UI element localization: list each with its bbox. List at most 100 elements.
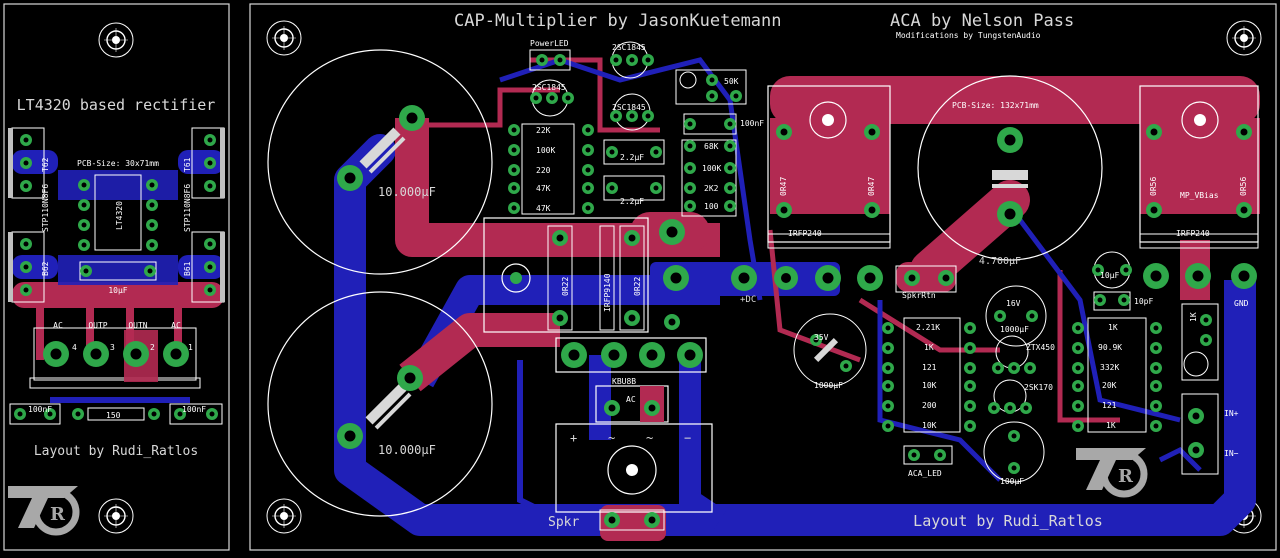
transistor-2-label: 2SC1845 bbox=[532, 83, 566, 92]
ic-label: LT4320 bbox=[115, 201, 124, 230]
res-col3-2: 121 bbox=[922, 363, 937, 372]
r56-left: 0R56 bbox=[1149, 177, 1158, 196]
main-title-left: CAP-Multiplier by JasonKuetemann bbox=[454, 11, 782, 31]
terminal-num-2: 3 bbox=[110, 343, 115, 352]
res-col1-4: 47K bbox=[536, 204, 551, 213]
res-col2-3: 100 bbox=[704, 202, 719, 211]
cap-10-label: 10µF bbox=[1100, 271, 1119, 280]
main-title-right: ACA by Nelson Pass bbox=[890, 11, 1074, 31]
res-col4-5: 1K bbox=[1106, 421, 1116, 430]
rudi-ratlos-logo-icon: R bbox=[8, 486, 80, 536]
heatsink-res-2: 0R22 bbox=[633, 277, 642, 296]
power-led-label: PowerLED bbox=[530, 39, 569, 48]
irfp240-blocks bbox=[767, 85, 1259, 289]
r47-right: 0R47 bbox=[867, 177, 876, 196]
main-subtitle-right: Modifications by TungstenAudio bbox=[896, 31, 1041, 40]
res-col3-4: 200 bbox=[922, 401, 937, 410]
dc-connectors bbox=[663, 265, 957, 293]
left-rectifier-board bbox=[8, 127, 225, 425]
main-board-outline bbox=[249, 3, 1277, 551]
ac-label: AC bbox=[626, 395, 636, 404]
res-col1-3: 47K bbox=[536, 184, 551, 193]
res-col3-5: 10K bbox=[922, 421, 937, 430]
mounting-hole-icon bbox=[98, 22, 134, 58]
b-label-right: B61 bbox=[183, 261, 192, 276]
pot-label: 1K bbox=[1189, 312, 1198, 322]
cap-mid-1: 2.2µF bbox=[620, 153, 644, 162]
main-credit: Layout by Rudi_Ratlos bbox=[913, 512, 1103, 530]
res-col3-0: 2.21K bbox=[916, 323, 940, 332]
terminal-num-3: 2 bbox=[150, 343, 155, 352]
res-col2-1: 100K bbox=[702, 164, 721, 173]
aca-led-label: ACA_LED bbox=[908, 469, 942, 478]
b-label-left: B62 bbox=[41, 261, 50, 276]
bridge-sym-1: + bbox=[570, 431, 577, 445]
cap-multiplier-components bbox=[508, 41, 747, 217]
terminal-num-4: 1 bbox=[188, 343, 193, 352]
res-col1-2: 220 bbox=[536, 166, 551, 175]
aca-signal-components bbox=[793, 251, 1219, 483]
res-col4-4: 121 bbox=[1102, 401, 1117, 410]
left-board-pcb-size: PCB-Size: 30x71mm bbox=[77, 159, 159, 168]
cap-100-label: 100µF bbox=[1000, 477, 1024, 486]
mosfet-label-right: STP110N8F6 bbox=[183, 184, 192, 232]
bridge-sym-4: − bbox=[684, 431, 691, 445]
terminal-label-4: AC bbox=[171, 321, 181, 330]
svg-text:R: R bbox=[1118, 466, 1134, 487]
ztx-label: ZTX450 bbox=[1026, 343, 1055, 352]
mounting-hole-icon bbox=[98, 498, 134, 534]
kbu-label: KBU8B bbox=[612, 377, 636, 386]
main-pcb-size: PCB-Size: 132x71mm bbox=[952, 101, 1039, 110]
cap-1000-b-label: 1000µF bbox=[1000, 325, 1029, 334]
cap-mid-2: 2.2µF bbox=[620, 197, 644, 206]
terminal-label-2: OUTP bbox=[88, 321, 107, 330]
volt-a-label: 35V bbox=[814, 333, 829, 342]
terminal-num-1: 4 bbox=[72, 343, 77, 352]
res-col3-3: 10K bbox=[922, 381, 937, 390]
mounting-hole-icon bbox=[1226, 20, 1262, 56]
main-cap-label: 4.700µF bbox=[979, 256, 1021, 267]
trim-label: 50K bbox=[724, 77, 739, 86]
res-col2-0: 68K bbox=[704, 142, 719, 151]
res-col4-0: 1K bbox=[1108, 323, 1118, 332]
big-cap-label-bottom: 10.000µF bbox=[378, 443, 436, 457]
t-label-right: T61 bbox=[183, 157, 192, 172]
cap-1000-a-label: 1000µF bbox=[814, 381, 843, 390]
spkr-rtn-label: SpkrRtn bbox=[902, 291, 936, 300]
small-cap-label: 100nF bbox=[740, 119, 764, 128]
big-cap-label-top: 10.000µF bbox=[378, 185, 436, 199]
res-col3-1: 1K bbox=[924, 343, 934, 352]
irfp9140-label: IRFP9140 bbox=[603, 273, 612, 312]
terminal-label-3: OUTN bbox=[128, 321, 147, 330]
plus-dc-label: +DC bbox=[740, 295, 756, 305]
bridge-sym-2: ~ bbox=[608, 431, 615, 445]
rudi-ratlos-logo-icon: R bbox=[1076, 448, 1148, 498]
svg-text:R: R bbox=[50, 504, 66, 525]
left-cap-label: 10µF bbox=[108, 286, 127, 295]
mp-vbias-label: MP_VBias bbox=[1180, 191, 1219, 200]
big-capacitors bbox=[267, 49, 1103, 517]
bottom-cap-right: 100nF bbox=[182, 405, 206, 414]
left-board-title: LT4320 based rectifier bbox=[17, 96, 216, 114]
cap-10p-label: 10pF bbox=[1134, 297, 1153, 306]
res-col1-1: 100K bbox=[536, 146, 555, 155]
res-col2-2: 2K2 bbox=[704, 184, 719, 193]
kbu-bridge bbox=[555, 337, 713, 531]
bottom-res: 150 bbox=[106, 411, 121, 420]
in-minus-label: IN− bbox=[1224, 449, 1239, 458]
mosfet-label-left: STP110N8F6 bbox=[41, 184, 50, 232]
heatsink-res-1: 0R22 bbox=[561, 277, 570, 296]
bridge-sym-3: ~ bbox=[646, 431, 653, 445]
left-board-outline bbox=[3, 3, 230, 551]
res-col4-1: 90.9K bbox=[1098, 343, 1122, 352]
left-credit: Layout by Rudi_Ratlos bbox=[34, 444, 198, 459]
terminal-label-1: AC bbox=[53, 321, 63, 330]
bottom-cap-left: 100nF bbox=[28, 405, 52, 414]
irfp9140-block bbox=[483, 217, 685, 333]
irfp240-left-label: IRFP240 bbox=[788, 229, 822, 238]
gnd-label: GND bbox=[1234, 299, 1249, 308]
spkr-label: Spkr bbox=[548, 515, 579, 530]
mounting-hole-icon bbox=[266, 498, 302, 534]
r56-right: 0R56 bbox=[1239, 177, 1248, 196]
